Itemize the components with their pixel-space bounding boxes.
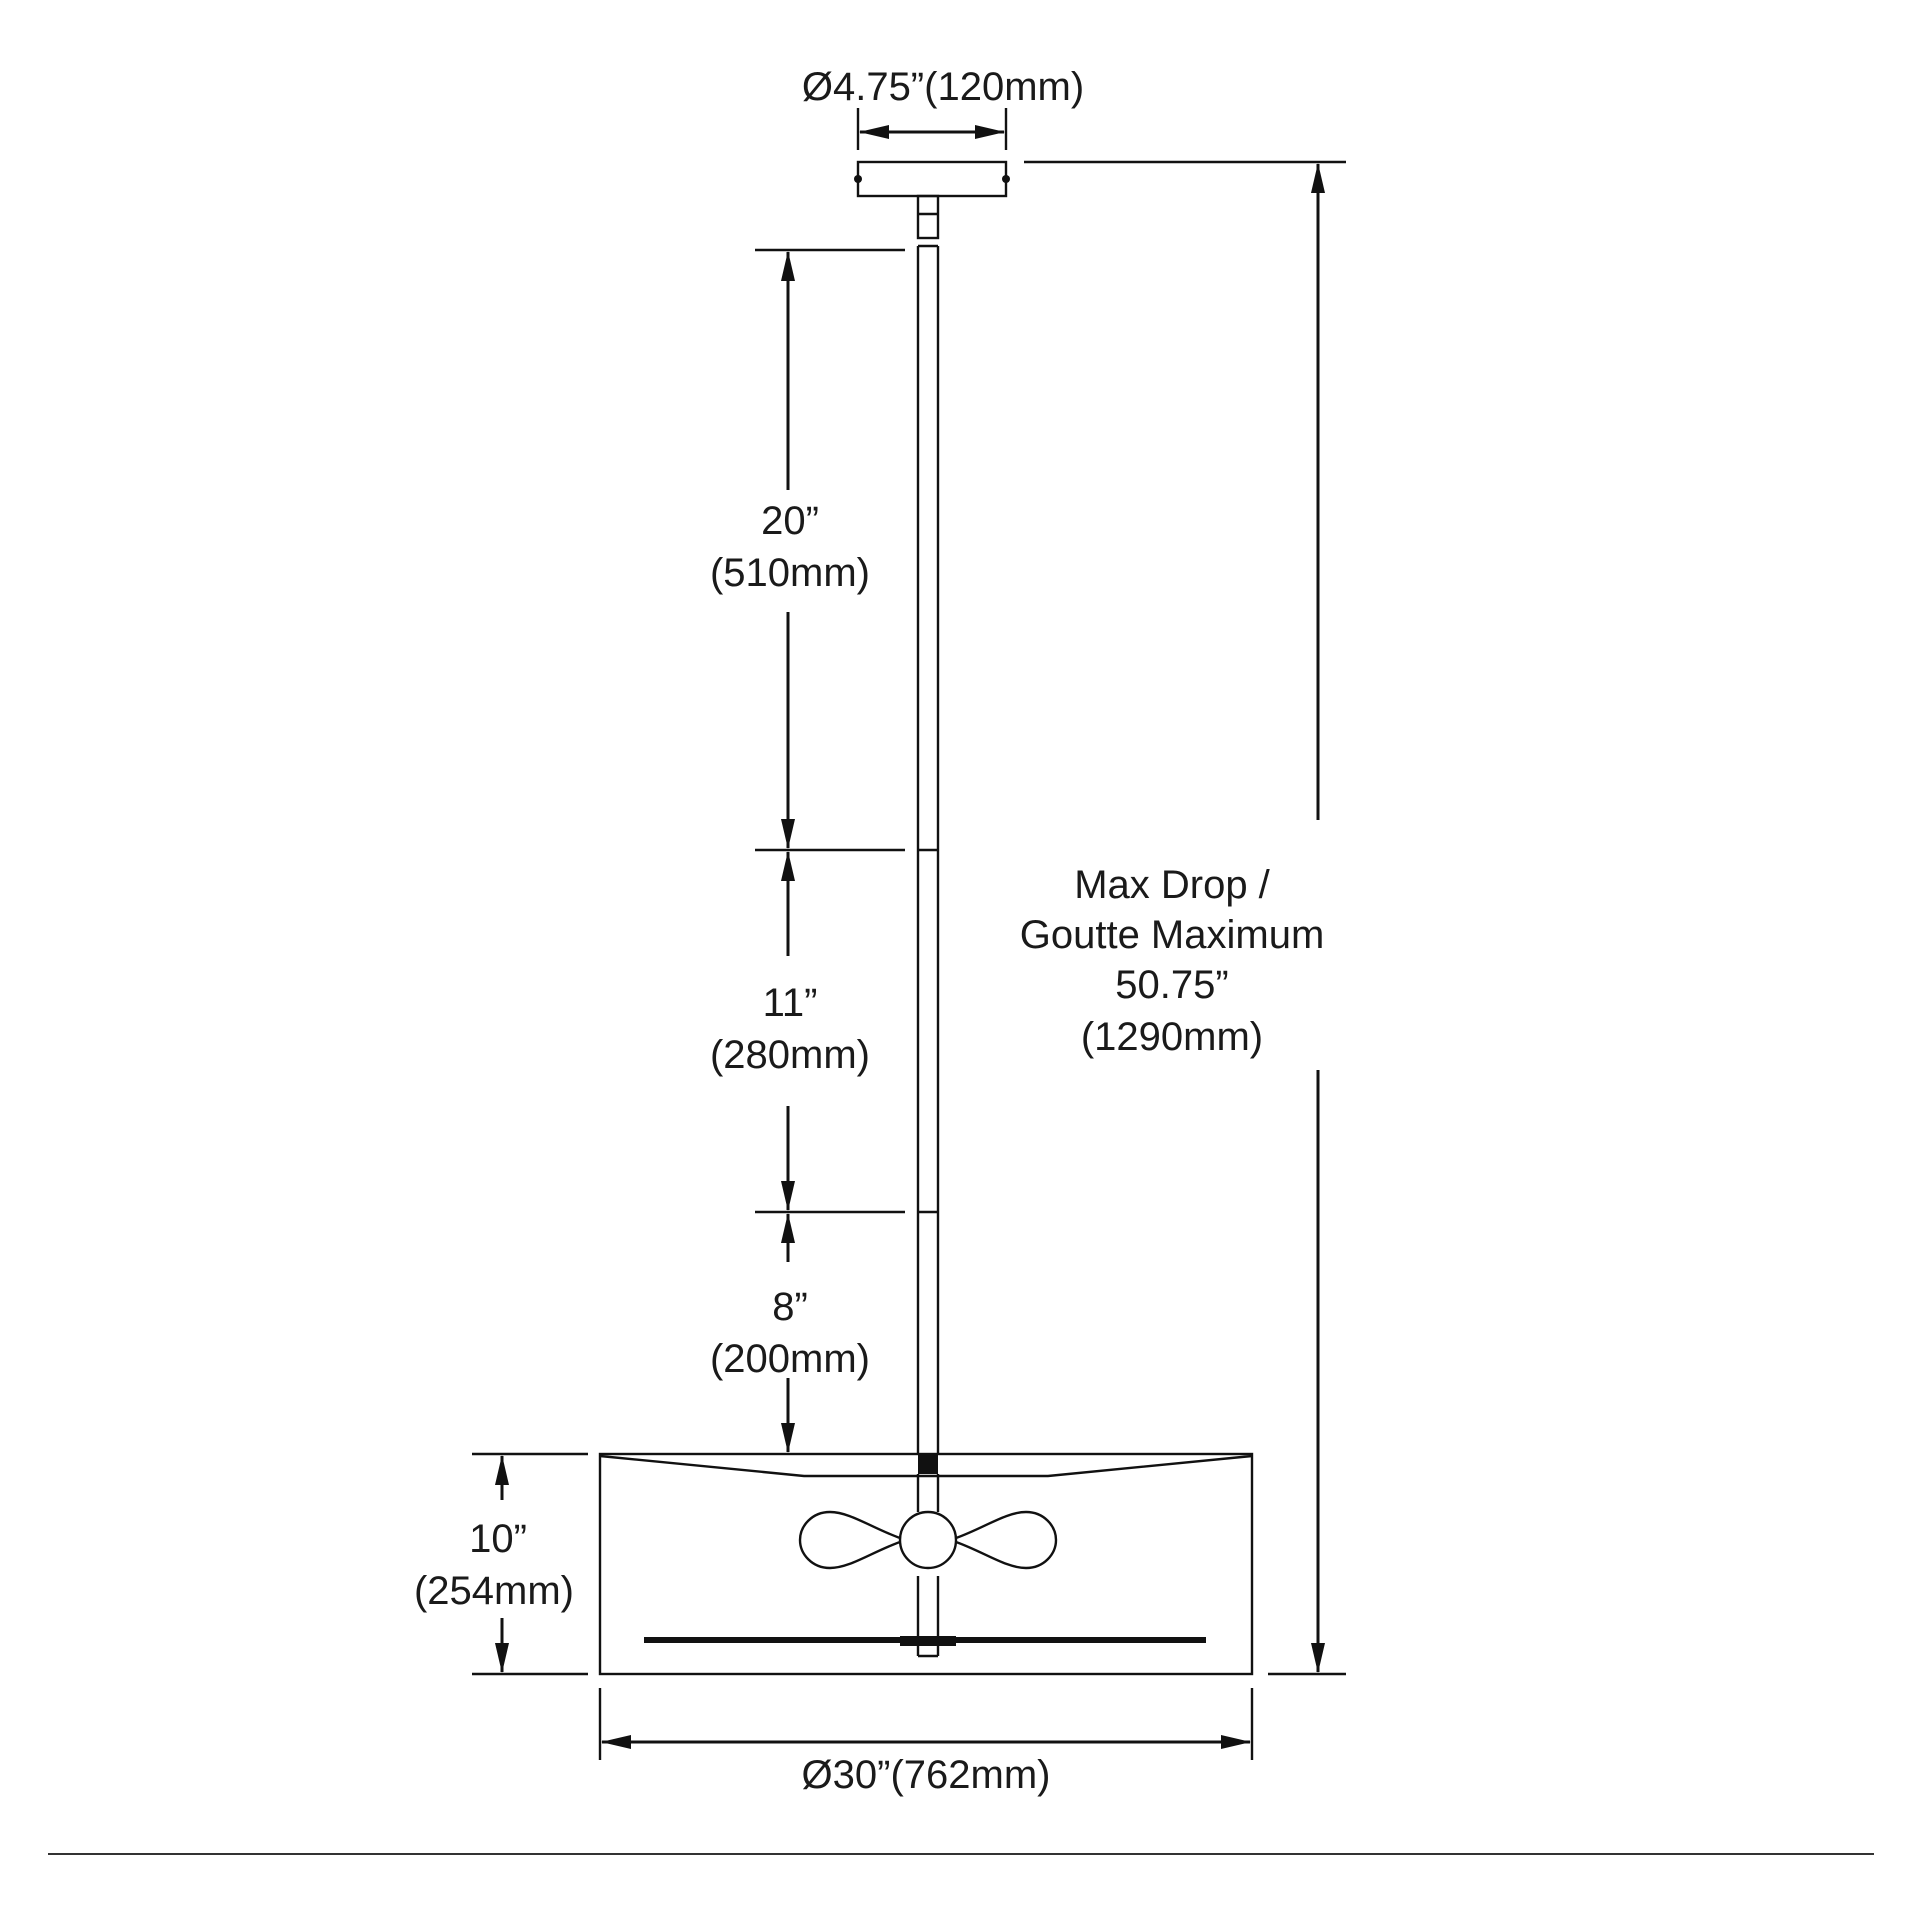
rod-segment-dimensions: 20” (510mm) 11” (280mm) 8” (200mm) — [710, 248, 905, 1453]
rod-1-inches-label: 20” — [761, 499, 819, 543]
canopy-diameter-label: Ø4.75”(120mm) — [802, 65, 1084, 109]
shade-height-mm-label: (254mm) — [414, 1569, 574, 1613]
light-bulbs — [798, 1474, 1058, 1658]
max-drop-mm-label: (1290mm) — [1081, 1015, 1263, 1059]
rod-3-mm-label: (200mm) — [710, 1337, 870, 1381]
max-drop-dimension: Max Drop / Goutte Maximum 50.75” (1290mm… — [1020, 160, 1346, 1676]
rod-2-mm-label: (280mm) — [710, 1033, 870, 1077]
drum-shade — [598, 1452, 1254, 1676]
rod-2-inches-label: 11” — [763, 981, 818, 1025]
canopy — [854, 160, 1010, 240]
rod — [916, 244, 940, 1454]
shade-diameter-dimension: Ø30”(762mm) — [598, 1688, 1254, 1797]
max-drop-line1: Max Drop / — [1074, 863, 1270, 907]
rod-3-inches-label: 8” — [772, 1285, 808, 1329]
shade-height-inches-label: 10” — [469, 1517, 527, 1561]
max-drop-line2: Goutte Maximum — [1020, 913, 1325, 957]
max-drop-inches-label: 50.75” — [1115, 963, 1228, 1007]
fixture-outline — [598, 160, 1254, 1676]
rod-1-mm-label: (510mm) — [710, 551, 870, 595]
canopy-diameter-dimension: Ø4.75”(120mm) — [802, 65, 1084, 150]
shade-diameter-label: Ø30”(762mm) — [802, 1753, 1051, 1797]
shade-height-dimension: 10” (254mm) — [414, 1452, 588, 1676]
